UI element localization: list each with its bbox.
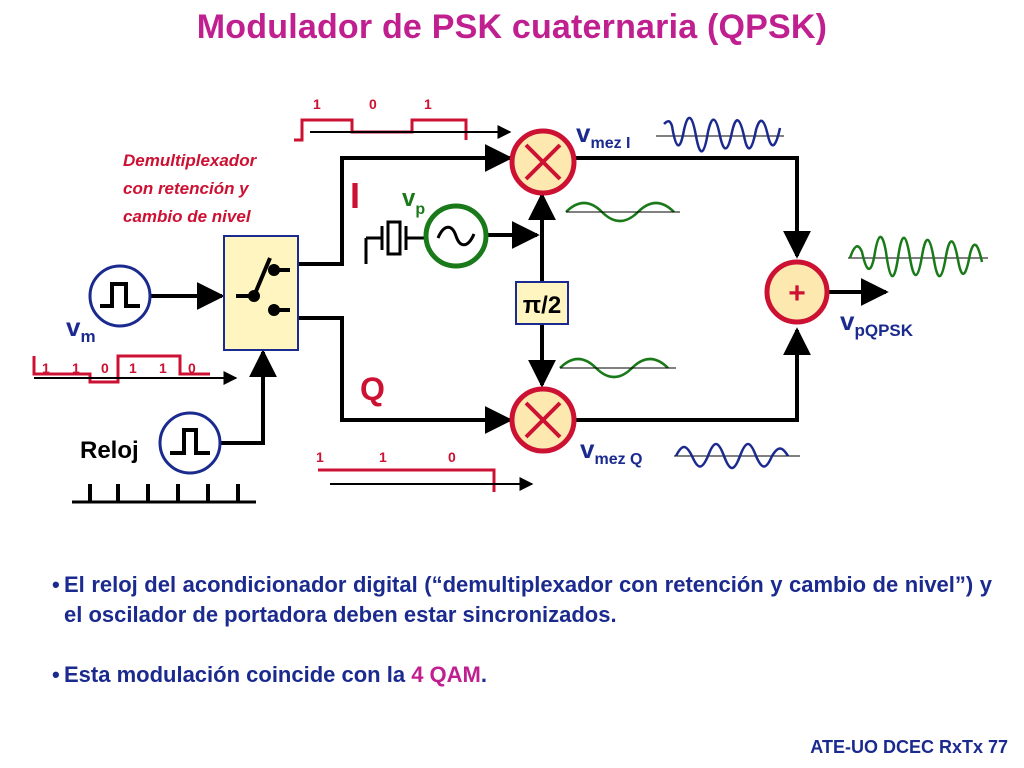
output-qpsk-wave <box>848 235 988 278</box>
input-bit: 1 <box>159 360 167 376</box>
clock-label: Reloj <box>80 437 139 464</box>
mixer-i-label: vmez I <box>576 118 630 152</box>
i-bit: 1 <box>313 96 321 112</box>
output-label: vpQPSK <box>840 306 914 340</box>
branch-i-label: I <box>350 175 360 216</box>
input-bit: 1 <box>42 360 50 376</box>
notes-list: • El reloj del acondicionador digital (“… <box>52 570 992 690</box>
i-bit: 1 <box>424 96 432 112</box>
q-bit: 1 <box>316 449 324 465</box>
q-bit: 0 <box>448 449 456 465</box>
mixer-q-wave <box>674 442 800 470</box>
input-bit: 0 <box>188 360 196 376</box>
q-bit-stream: 1 1 0 <box>316 449 534 492</box>
q-bit: 1 <box>379 449 387 465</box>
switch-icon <box>236 257 290 316</box>
page-title: Modulador de PSK cuaternaria (QPSK) <box>196 8 828 46</box>
carrier-wave-lower <box>559 357 669 379</box>
carrier-wave-upper <box>565 201 675 223</box>
input-bit: 0 <box>101 360 109 376</box>
mixer-i-icon <box>509 128 577 196</box>
crystal-symbol <box>364 220 428 264</box>
sine-oscillator-icon <box>423 203 489 269</box>
wires <box>150 144 889 445</box>
i-bit-stream: 1 0 1 <box>294 96 512 142</box>
demultiplexer-block <box>223 235 299 351</box>
note-sync: • El reloj del acondicionador digital (“… <box>52 570 992 630</box>
carrier-label: vp <box>402 185 425 218</box>
input-signal-label: vm <box>66 312 96 346</box>
note-qam-highlight: 4 QAM <box>411 662 481 687</box>
mixer-q-label: vmez Q <box>580 434 642 468</box>
note-sync-text: El reloj del acondicionador digital (“de… <box>64 572 992 627</box>
bullet-dot: • <box>52 572 60 597</box>
phase-shifter-block: π/2 <box>515 281 569 325</box>
demux-label: Demultiplexador con retención y cambio d… <box>123 151 261 226</box>
note-qam-after: . <box>480 662 487 687</box>
mixer-q-icon <box>509 386 577 454</box>
note-qam: • Esta modulación coincide con la 4 QAM. <box>52 660 992 690</box>
mixer-i-wave <box>656 116 784 153</box>
phase-shift-label: π/2 <box>523 292 561 319</box>
qpsk-modulator-diagram: vm 1 1 0 1 1 0 Reloj Demultiplexador con… <box>32 96 988 504</box>
input-bit-stream: 1 1 0 1 1 0 <box>32 354 238 385</box>
pulse-source-icon <box>88 264 152 328</box>
adder-symbol: + <box>788 277 806 310</box>
input-bit: 1 <box>129 360 137 376</box>
clock-source-icon <box>158 411 222 475</box>
clock-pulse-train <box>72 484 256 504</box>
slide-footer: ATE-UO DCEC RxTx 77 <box>810 737 1008 757</box>
branch-q-label: Q <box>360 371 385 407</box>
bullet-dot: • <box>52 662 60 687</box>
note-qam-before: Esta modulación coincide con la <box>64 662 412 687</box>
input-bit: 1 <box>72 360 80 376</box>
i-bit: 0 <box>369 96 377 112</box>
adder-icon: + <box>764 259 830 325</box>
